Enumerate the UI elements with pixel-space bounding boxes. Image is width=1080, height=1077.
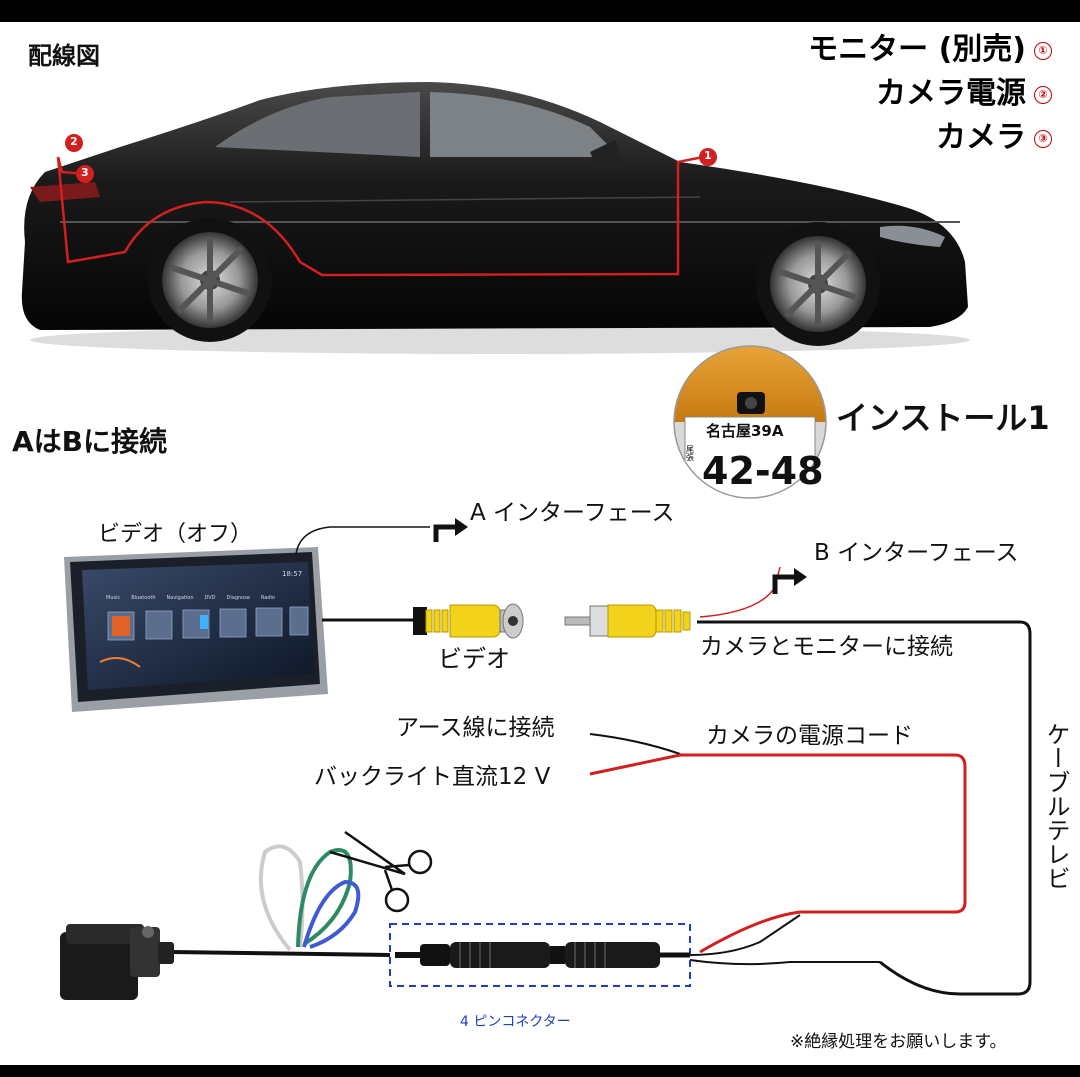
car-markers [65, 134, 717, 183]
cable-vertical-label: ケーブルテレビ [1042, 722, 1070, 890]
ground-label: アース線に接続 [396, 715, 555, 741]
wires [171, 526, 1032, 996]
plate-small: 尾張 [686, 445, 694, 462]
legend-item-camera: カメラ ③ [808, 116, 1052, 160]
b-interface-label: B インターフェース [814, 540, 1019, 566]
four-pin-connector [389, 923, 691, 987]
camera-monitor-label: カメラとモニターに接続 [700, 634, 953, 660]
legend-num-3: ③ [1034, 129, 1052, 148]
car-marker-label-3: 3 [81, 166, 89, 179]
diagram-title: 配線図 [28, 41, 100, 70]
rca-male [564, 604, 691, 638]
screen-app: Music [106, 595, 121, 601]
diagram-graphics [21, 82, 1032, 1000]
plate-number: 42-48 [702, 449, 824, 493]
install-photo [673, 345, 827, 499]
car-illustration [21, 82, 970, 354]
screen-app: DVD [204, 595, 216, 601]
screen-app: Bluetooth [131, 595, 156, 601]
arrow-b [772, 568, 807, 594]
a-interface-label: A インターフェース [470, 500, 675, 526]
legend: モニター (別売) ① カメラ電源 ② カメラ ③ [808, 28, 1052, 160]
video-label: ビデオ [438, 645, 510, 673]
legend-label: カメラ電源 [876, 76, 1026, 111]
screen-app-row: Music Bluetooth Navigation DVD Diagnose … [106, 595, 316, 601]
legend-label: モニター (別売) [808, 32, 1026, 67]
power-cord-label: カメラの電源コード [706, 723, 913, 749]
legend-item-camera-power: カメラ電源 ② [808, 72, 1052, 116]
backlight-label: バックライト直流12 V [314, 764, 551, 790]
screen-app: Radio [260, 595, 275, 601]
car-marker-label-2: 2 [70, 135, 78, 148]
screen-app: Navigation [166, 595, 194, 601]
connect-note: AはBに接続 [12, 425, 168, 458]
insulation-note: ※絶縁処理をお願いします。 [790, 1032, 1007, 1052]
scissors-icon [329, 830, 433, 913]
rca-female [413, 603, 524, 639]
legend-item-monitor: モニター (別売) ① [808, 28, 1052, 72]
car-marker-label-1: 1 [704, 149, 712, 162]
head-unit [64, 547, 328, 712]
install-label: インストール1 [836, 399, 1050, 437]
legend-label: カメラ [936, 120, 1026, 155]
screen-time: 18:57 [282, 570, 303, 578]
connector-label: 4 ピンコネクター [460, 1014, 571, 1030]
screen-app: Diagnose [226, 595, 250, 601]
rear-camera [60, 924, 174, 1000]
arrow-a [433, 518, 468, 542]
legend-num-1: ① [1034, 41, 1052, 60]
video-off-label: ビデオ（オフ） [98, 522, 253, 547]
plate-region: 名古屋39A [706, 422, 784, 440]
legend-num-2: ② [1034, 85, 1052, 104]
